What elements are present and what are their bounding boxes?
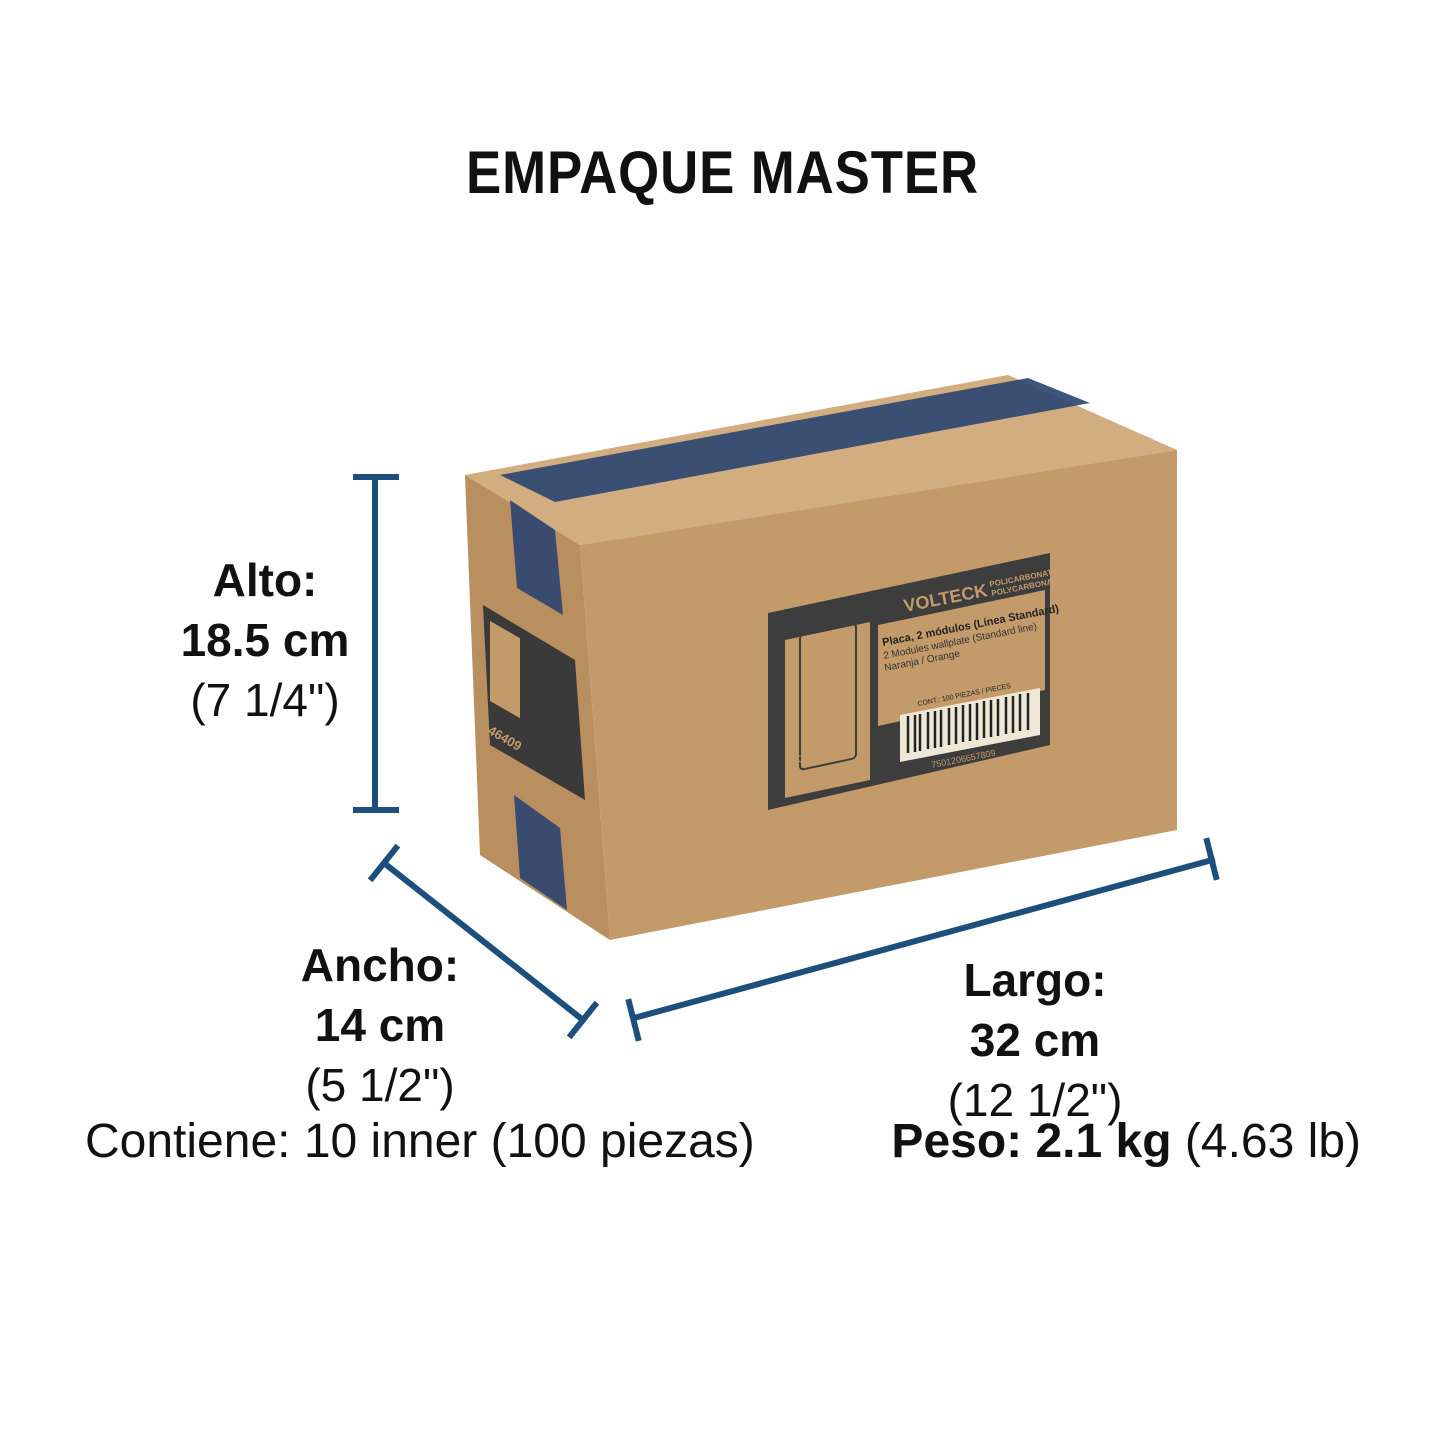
length-metric: 32 cm bbox=[969, 1014, 1101, 1066]
weight-imperial: (4.63 lb) bbox=[1184, 1115, 1361, 1168]
tape-top bbox=[500, 378, 1090, 502]
label-clave-caption: Clave: bbox=[885, 686, 909, 699]
barcode bbox=[906, 693, 1030, 753]
width-imperial: (5 1/2") bbox=[305, 1059, 455, 1111]
label-plate-area bbox=[785, 622, 870, 798]
page-title: EMPAQUE MASTER bbox=[466, 139, 979, 206]
height-dimension: Alto: 18.5 cm (7 1/4") bbox=[150, 550, 380, 730]
weight-value: 2.1 kg bbox=[1035, 1115, 1172, 1168]
width-metric: 14 cm bbox=[314, 999, 446, 1051]
weight-text: Peso: 2.1 kg (4.63 lb) bbox=[891, 1112, 1361, 1172]
tape-side-lower bbox=[514, 795, 567, 910]
length-dimension: Largo: 32 cm (12 1/2") bbox=[915, 950, 1155, 1130]
width-label: Ancho: bbox=[300, 939, 460, 991]
side-label-plate-icon bbox=[490, 620, 520, 719]
height-label: Alto: bbox=[212, 554, 318, 606]
height-imperial: (7 1/4") bbox=[190, 674, 340, 726]
length-imperial: (12 1/2") bbox=[947, 1074, 1123, 1126]
height-dimension-line bbox=[353, 474, 399, 813]
contents-text: Contiene: 10 inner (100 piezas) bbox=[85, 1115, 755, 1168]
length-label: Largo: bbox=[963, 954, 1107, 1006]
tape-side-upper bbox=[510, 500, 563, 615]
width-dimension-line bbox=[367, 843, 600, 1040]
height-metric: 18.5 cm bbox=[180, 614, 350, 666]
width-dimension: Ancho: 14 cm (5 1/2") bbox=[265, 935, 495, 1115]
plate-icon bbox=[799, 622, 857, 771]
label-text-area bbox=[878, 590, 1045, 726]
length-dimension-line bbox=[625, 837, 1220, 1042]
weight-label: Peso: bbox=[891, 1115, 1023, 1168]
